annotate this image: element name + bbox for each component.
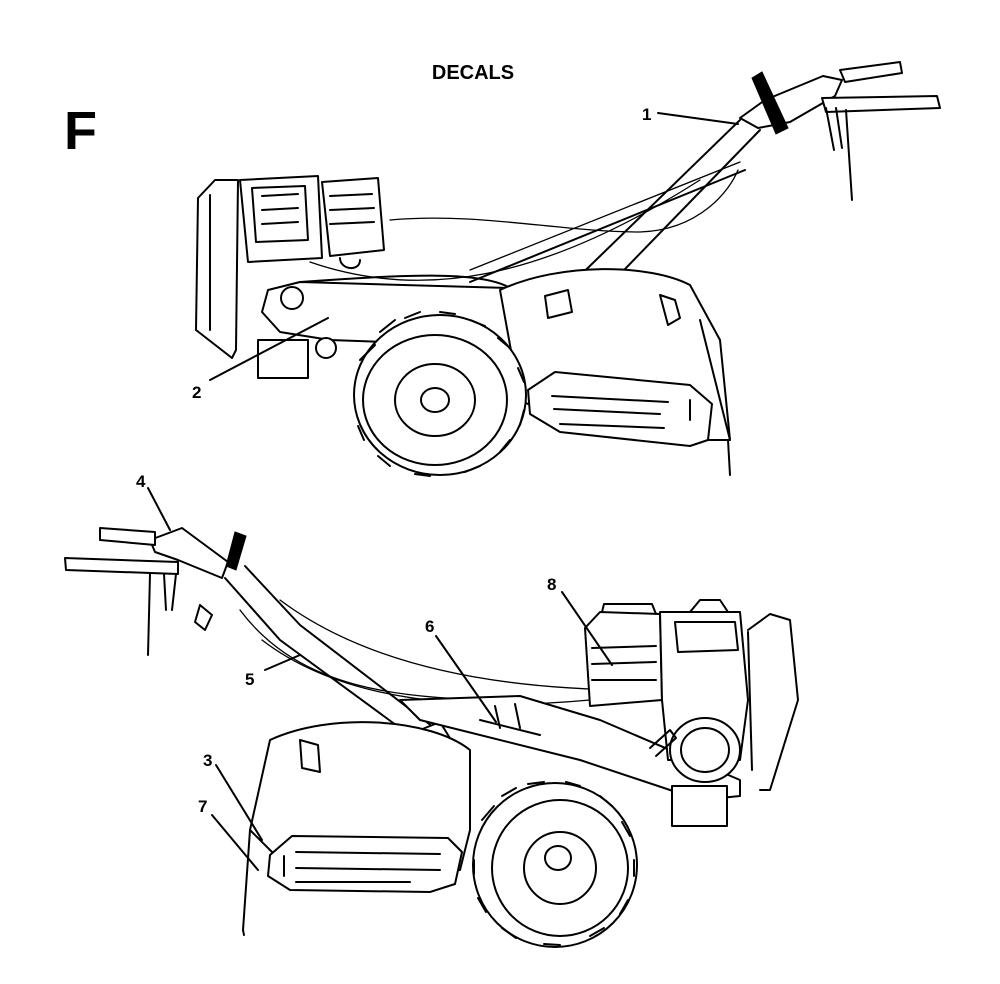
figure-letter: F xyxy=(64,101,97,161)
callout-2: 2 xyxy=(192,383,201,402)
leader-6 xyxy=(435,635,497,723)
callout-6: 6 xyxy=(425,617,434,636)
callout-1: 1 xyxy=(642,105,651,124)
leader-1 xyxy=(657,112,739,125)
callout-3: 3 xyxy=(203,751,212,770)
callout-7: 7 xyxy=(198,797,207,816)
diagram-title: DECALS xyxy=(431,62,515,84)
callout-leaders xyxy=(147,112,739,871)
leader-8 xyxy=(561,591,613,666)
tiller-top-illustration xyxy=(195,61,941,477)
leader-2 xyxy=(209,317,329,381)
tiller-bottom-illustration xyxy=(64,527,799,948)
callout-5: 5 xyxy=(245,670,254,689)
leader-7 xyxy=(211,814,259,871)
callout-4: 4 xyxy=(136,472,146,491)
leader-4 xyxy=(147,487,171,531)
leader-3 xyxy=(215,764,263,841)
callout-8: 8 xyxy=(547,575,556,594)
leader-5 xyxy=(264,654,301,671)
